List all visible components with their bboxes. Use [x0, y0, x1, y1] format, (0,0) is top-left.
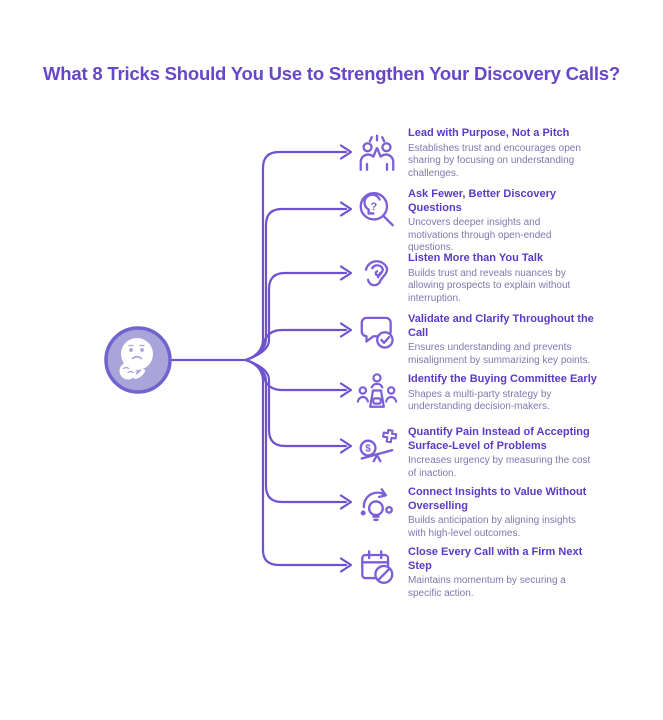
- thinking-face-icon: [119, 338, 153, 380]
- item-description: Increases urgency by measuring the cost …: [408, 455, 591, 479]
- high-five-team-icon: [356, 132, 398, 174]
- item-description: Ensures understanding and prevents misal…: [408, 342, 591, 366]
- idea-cycle-icon: [356, 482, 398, 524]
- item-description: Builds anticipation by aligning insights…: [408, 515, 576, 539]
- item-description: Shapes a multi-party strategy by underst…: [408, 388, 552, 413]
- item-title: Identify the Buying Committee Early: [408, 373, 597, 385]
- item-title: Quantify Pain Instead of Accepting Surfa…: [408, 426, 590, 452]
- item-title: Listen More than You Talk: [408, 252, 544, 264]
- list-item-8: Close Every Call with a Firm Next Step M…: [408, 546, 638, 600]
- item-title: Ask Fewer, Better Discovery Questions: [408, 188, 556, 214]
- item-title: Close Every Call with a Firm Next Step: [408, 546, 583, 572]
- svg-text:?: ?: [370, 201, 377, 213]
- list-item-6: Quantify Pain Instead of Accepting Surfa…: [408, 426, 638, 480]
- question-head-magnifier-icon: ?: [356, 189, 398, 231]
- item-title: Connect Insights to Value Without Overse…: [408, 486, 587, 512]
- list-item-3: Listen More than You Talk Builds trust a…: [408, 252, 638, 305]
- list-item-4: Validate and Clarify Throughout the Call…: [408, 313, 638, 367]
- item-description: Uncovers deeper insights and motivations…: [408, 217, 552, 253]
- item-description: Maintains momentum by securing a specifi…: [408, 575, 566, 599]
- central-node: [104, 326, 172, 394]
- calendar-block-icon: [356, 545, 398, 587]
- item-description: Builds trust and reveals nuances by allo…: [408, 267, 571, 304]
- list-item-7: Connect Insights to Value Without Overse…: [408, 486, 638, 540]
- list-item-1: Lead with Purpose, Not a Pitch Establish…: [408, 127, 638, 180]
- chat-check-icon: [356, 310, 398, 352]
- listening-ear-icon: [356, 253, 398, 295]
- item-description: Establishes trust and encourages open sh…: [408, 142, 581, 179]
- page-title: What 8 Tricks Should You Use to Strength…: [43, 63, 620, 84]
- arrow-icons: [339, 144, 353, 573]
- committee-podium-icon: [356, 370, 398, 412]
- item-title: Validate and Clarify Throughout the Call: [408, 313, 594, 339]
- item-title: Lead with Purpose, Not a Pitch: [408, 127, 570, 139]
- list-item-5: Identify the Buying Committee Early Shap…: [408, 373, 638, 414]
- cost-balance-icon: $: [356, 426, 398, 468]
- list-item-2: Ask Fewer, Better Discovery Questions Un…: [408, 188, 638, 255]
- svg-text:$: $: [365, 444, 371, 455]
